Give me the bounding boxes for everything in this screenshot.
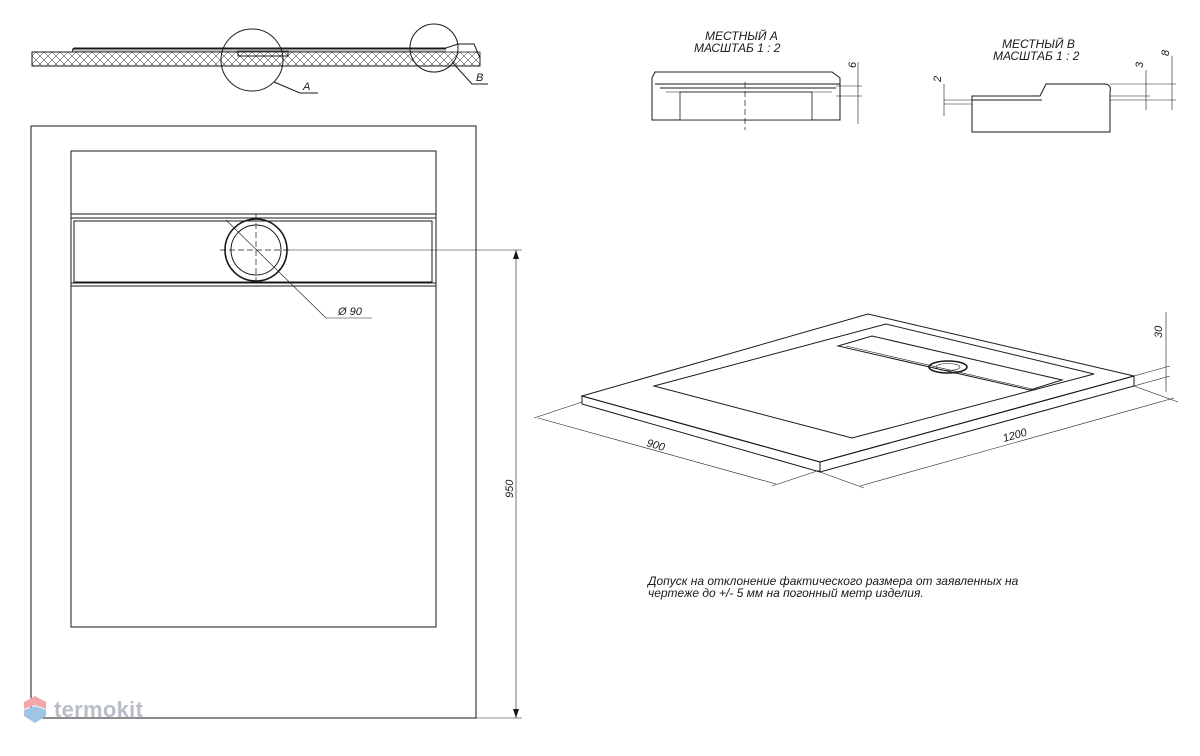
- detail-a-scale: МАСШТАБ 1 : 2: [694, 41, 781, 55]
- detail-a: МЕСТНЫЙ А МАСШТАБ 1 : 2 6: [651, 27, 862, 130]
- tray-inner-surface: [70, 150, 437, 628]
- dim-1200-line: [859, 397, 1175, 487]
- tolerance-note-line2: чертеже до +/- 5 мм на погонный метр изд…: [648, 586, 924, 600]
- tolerance-note-line1: Допуск на отклонение фактического размер…: [648, 574, 1019, 588]
- callout-b-label: B: [476, 72, 483, 84]
- iso-drain: [928, 360, 968, 374]
- detail-b-dim-2: 2: [932, 76, 944, 83]
- detail-b-scale: МАСШТАБ 1 : 2: [993, 49, 1080, 63]
- detail-b-title: МЕСТНЫЙ В: [1002, 35, 1075, 51]
- detail-b-dim-3: 3: [1134, 61, 1146, 68]
- iso-width-label: 900: [645, 437, 667, 454]
- dim-900-line: [537, 417, 777, 485]
- plan-height-label: 950: [504, 479, 516, 498]
- detail-b-dim-8: 8: [1160, 49, 1172, 56]
- iso-height-label: 30: [1153, 325, 1165, 338]
- brand-logo: termokit: [22, 690, 143, 730]
- drain-leader: [225, 219, 327, 319]
- drain-diameter-label: Ø 90: [337, 306, 363, 318]
- iso-top-face: [580, 313, 1135, 463]
- iso-drain-channel: [836, 335, 1064, 391]
- callout-b-circle: [409, 23, 459, 73]
- callout-a-circle: [220, 28, 284, 92]
- tolerance-note: Допуск на отклонение фактического размер…: [648, 575, 1168, 599]
- detail-a-dim: 6: [847, 61, 859, 68]
- detail-b: МЕСТНЫЙ В МАСШТАБ 1 : 2 2 3 8: [932, 35, 1176, 133]
- detail-a-title: МЕСТНЫЙ А: [705, 27, 778, 43]
- isometric-view: 900 1200 30: [533, 312, 1179, 489]
- tray-outline: [30, 125, 477, 719]
- callout-a-label: A: [302, 81, 310, 93]
- section-profile: A B: [31, 23, 488, 94]
- brand-logo-text: termokit: [54, 697, 144, 722]
- shield-icon: [24, 696, 46, 723]
- iso-inner-surface: [652, 323, 1095, 439]
- iso-length-label: 1200: [1002, 426, 1030, 445]
- plan-view: Ø 90 950: [30, 125, 522, 719]
